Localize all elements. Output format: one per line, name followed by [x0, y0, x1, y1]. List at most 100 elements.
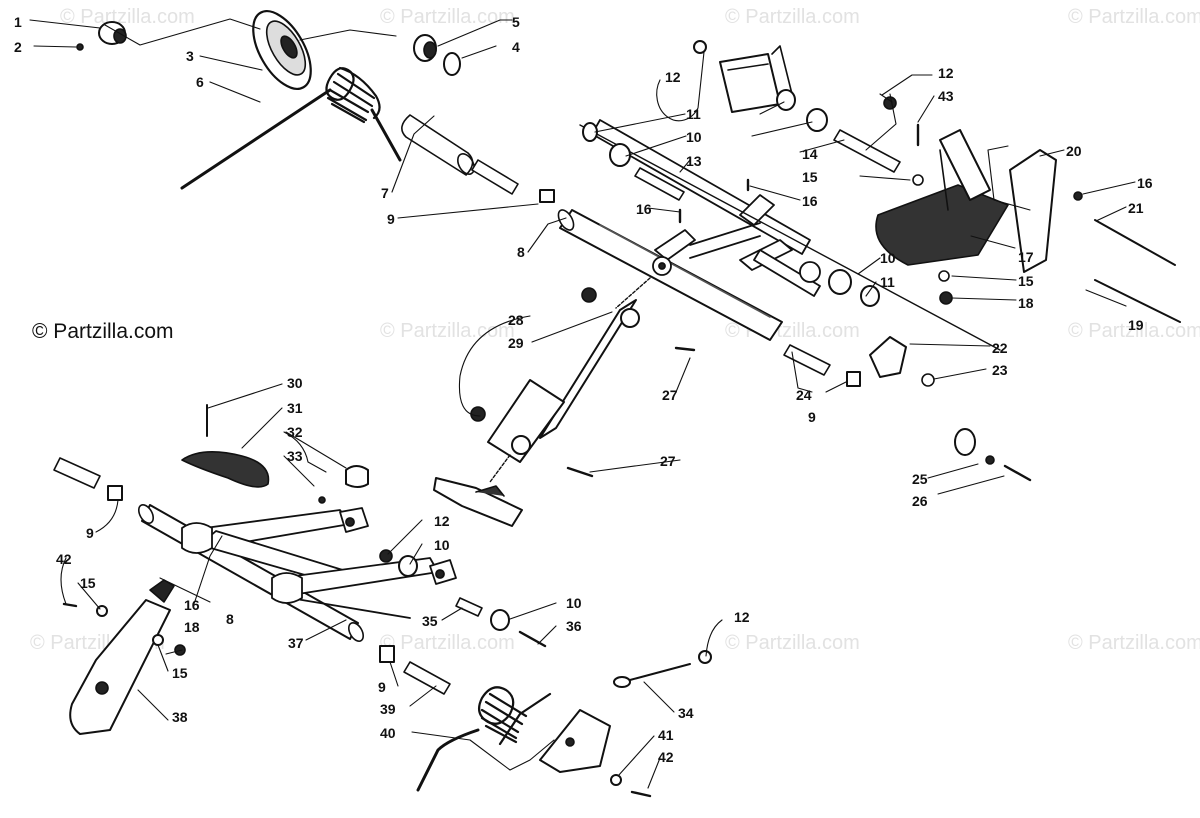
snap-ring: [443, 52, 461, 76]
callout-26: 26: [912, 493, 928, 509]
callout-3: 3: [186, 48, 194, 64]
callout-1: 1: [14, 14, 22, 30]
callout-33: 33: [287, 448, 303, 464]
nut: [318, 496, 326, 504]
nut: [883, 96, 897, 110]
callout-16c: 16: [1137, 175, 1153, 191]
callout-22: 22: [992, 340, 1008, 356]
sleeve: [783, 344, 831, 376]
callout-10b: 10: [880, 250, 896, 266]
callout-4: 4: [512, 39, 520, 55]
spring-bracket: [539, 709, 611, 773]
eye-bolt: [613, 663, 691, 688]
sleeve: [403, 661, 451, 695]
bushing: [539, 189, 555, 203]
bearing: [413, 34, 437, 62]
axle-line: [579, 124, 1001, 351]
callout-2: 2: [14, 39, 22, 55]
callout-9: 9: [387, 211, 395, 227]
callout-15: 15: [802, 169, 818, 185]
callout-28: 28: [508, 312, 524, 328]
washer: [912, 174, 924, 186]
callout-10c: 10: [434, 537, 450, 553]
bearing: [98, 21, 127, 45]
bushing: [107, 485, 123, 501]
callout-29: 29: [508, 335, 524, 351]
nut: [698, 650, 712, 664]
callout-42: 42: [56, 551, 72, 567]
callout-7: 7: [381, 185, 389, 201]
credit-label: © Partzilla.com: [32, 320, 174, 343]
bolt: [630, 790, 652, 798]
shock-absorber: [487, 299, 640, 463]
callout-37: 37: [288, 635, 304, 651]
sleeve: [455, 597, 483, 617]
callout-10: 10: [686, 129, 702, 145]
callout-32: 32: [287, 424, 303, 440]
callout-12: 12: [665, 69, 681, 85]
bushing: [490, 609, 510, 631]
sleeve: [471, 159, 519, 195]
callout-9d: 9: [378, 679, 386, 695]
sleeve: [634, 167, 685, 201]
callout-8b: 8: [226, 611, 234, 627]
callout-31: 31: [287, 400, 303, 416]
callout-25: 25: [912, 471, 928, 487]
arrow: [615, 277, 651, 309]
bushing: [609, 143, 631, 167]
callout-16b: 16: [636, 201, 652, 217]
bushing: [806, 108, 828, 132]
callout-15b: 15: [1018, 273, 1034, 289]
main-shaft: [557, 209, 783, 341]
callout-27b: 27: [660, 453, 676, 469]
bushing: [846, 371, 861, 387]
callout-40: 40: [380, 725, 396, 741]
bolt: [566, 466, 594, 478]
callout-30: 30: [287, 375, 303, 391]
long-bolt: [1094, 279, 1181, 323]
bushing: [379, 645, 395, 663]
washer: [152, 634, 164, 646]
shock-mount: [433, 477, 523, 527]
callout-34: 34: [678, 705, 694, 721]
long-bolt: [1094, 219, 1176, 266]
callout-15d: 15: [172, 665, 188, 681]
callout-9c: 9: [86, 525, 94, 541]
spacer-tube: [401, 114, 475, 176]
callout-10d: 10: [566, 595, 582, 611]
arm-plate: [1009, 149, 1057, 273]
cap-disc: [954, 428, 976, 456]
watermark: © Partzilla.com: [60, 6, 195, 28]
watermark: © Partzilla.com: [1068, 320, 1200, 342]
nut: [939, 291, 953, 305]
end-plate: [869, 336, 907, 378]
callout-8: 8: [517, 244, 525, 260]
callout-27: 27: [662, 387, 678, 403]
callout-39: 39: [380, 701, 396, 717]
rod: [180, 88, 332, 190]
nut: [581, 287, 597, 303]
callout-16: 16: [802, 193, 818, 209]
arrow: [489, 454, 511, 483]
callout-12c: 12: [434, 513, 450, 529]
sleeve: [833, 129, 901, 173]
sleeve: [53, 457, 101, 489]
callout-36: 36: [566, 618, 582, 634]
bushing: [828, 269, 852, 295]
bushing: [776, 89, 796, 111]
bolt: [674, 346, 696, 352]
callout-41: 41: [658, 727, 674, 743]
callout-6: 6: [196, 74, 204, 90]
callout-24: 24: [796, 387, 812, 403]
nut: [470, 406, 486, 422]
callout-23: 23: [992, 362, 1008, 378]
callout-9b: 9: [808, 409, 816, 425]
callout-11: 11: [686, 106, 701, 122]
bumper-pad: [181, 451, 270, 488]
callout-15c: 15: [80, 575, 96, 591]
callout-labels: 1 2 3 4 5 6 7 8 9 10 11 12 13 14 15 16 1…: [14, 14, 1153, 765]
watermark: © Partzilla.com: [1068, 632, 1200, 654]
washer: [921, 373, 935, 387]
callout-43: 43: [938, 88, 954, 104]
idler-wheel: [252, 10, 312, 90]
